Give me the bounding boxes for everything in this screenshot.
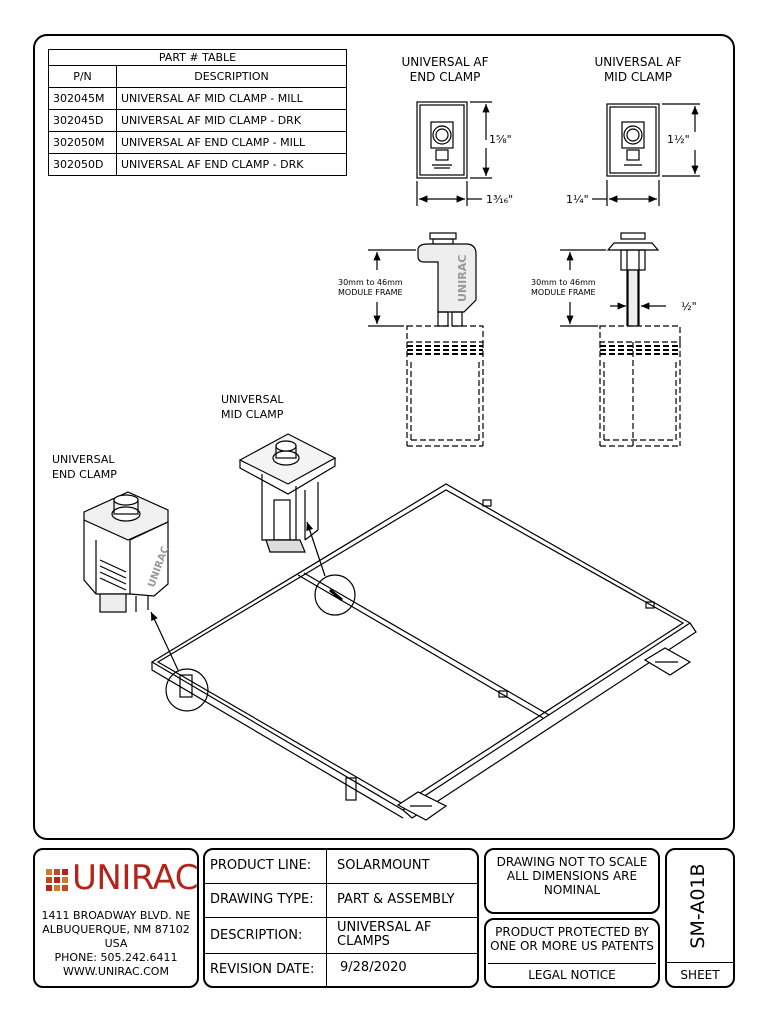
revision-date-label: REVISION DATE: (210, 962, 315, 977)
mid-clamp-gap-dimension: ½" (681, 300, 697, 313)
assembly-end-clamp-label: UNIVERSAL END CLAMP (52, 453, 117, 481)
unirac-logo: UNIRAC (72, 858, 199, 898)
part-description-cell: UNIVERSAL AF END CLAMP - DRK (116, 153, 347, 176)
drawing-info-box (203, 848, 479, 988)
end-clamp-side-view: UNIRAC (368, 232, 484, 447)
mid-clamp-height-dimension: 1½" (667, 133, 690, 146)
description-label: DESCRIPTION: (210, 928, 303, 943)
product-line-label: PRODUCT LINE: (210, 858, 312, 873)
sheet-divider (667, 962, 733, 963)
part-number-cell: 302045D (48, 109, 117, 132)
clamp-technical-drawings: UNIRAC (83, 101, 700, 821)
end-clamp-front-view (416, 101, 492, 206)
table-row: 302050M UNIVERSAL AF END CLAMP - MILL (48, 131, 347, 154)
module-array-assembly (150, 483, 697, 821)
patent-underline (488, 963, 656, 964)
info-row-divider (205, 917, 477, 918)
mid-clamp-width-dimension: 1¼" (566, 193, 589, 206)
company-info-box (33, 848, 199, 988)
description-value: UNIVERSAL AF CLAMPS (337, 920, 432, 949)
end-clamp-view-title: UNIVERSAL AF END CLAMP (401, 55, 489, 84)
info-divider (326, 850, 327, 986)
product-line-value: SOLARMOUNT (337, 858, 430, 873)
drawing-sheet-border (33, 34, 735, 840)
part-number-table: PART # TABLE P/N DESCRIPTION 302045M UNI… (48, 49, 347, 176)
scale-note: DRAWING NOT TO SCALE ALL DIMENSIONS ARE … (496, 855, 648, 897)
end-clamp-height-dimension: 1⅝" (489, 133, 512, 146)
drawing-type-value: PART & ASSEMBLY (337, 892, 455, 907)
part-table-header-pn: P/N (48, 65, 117, 88)
sheet-number: SM-A01B (687, 863, 709, 949)
part-number-cell: 302050M (48, 131, 117, 154)
info-row-divider (205, 953, 477, 954)
assembly-mid-clamp-label: UNIVERSAL MID CLAMP (221, 393, 284, 421)
mid-clamp-isometric (238, 433, 337, 553)
part-number-cell: 302050D (48, 153, 117, 176)
info-row-divider (205, 883, 477, 884)
company-address: 1411 BROADWAY BLVD. NE ALBUQUERQUE, NM 8… (41, 909, 191, 978)
drawing-type-label: DRAWING TYPE: (210, 892, 314, 907)
part-description-cell: UNIVERSAL AF MID CLAMP - MILL (116, 87, 347, 110)
table-row: 302050D UNIVERSAL AF END CLAMP - DRK (48, 153, 347, 176)
mid-clamp-frame-range: 30mm to 46mm MODULE FRAME (531, 278, 596, 297)
table-row: 302045M UNIVERSAL AF MID CLAMP - MILL (48, 87, 347, 110)
mid-clamp-front-view (592, 103, 700, 206)
revision-date-value: 9/28/2020 (340, 960, 407, 975)
sheet-label: SHEET (680, 968, 720, 982)
patent-note-box (484, 918, 660, 988)
end-clamp-brand-mark: UNIRAC (456, 255, 469, 302)
scale-note-box (484, 848, 660, 914)
legal-notice-link[interactable]: LEGAL NOTICE (528, 968, 616, 982)
mid-clamp-side-view (560, 232, 681, 447)
end-clamp-width-dimension: 1³⁄₁₆" (486, 193, 514, 206)
sheet-number-box (665, 848, 735, 988)
end-clamp-frame-range: 30mm to 46mm MODULE FRAME (338, 278, 403, 297)
end-clamp-isometric: UNIRAC (83, 491, 172, 613)
unirac-logo-mark-icon (46, 869, 68, 891)
patent-note: PRODUCT PROTECTED BY ONE OR MORE US PATE… (490, 925, 654, 953)
mid-clamp-view-title: UNIVERSAL AF MID CLAMP (594, 55, 682, 84)
